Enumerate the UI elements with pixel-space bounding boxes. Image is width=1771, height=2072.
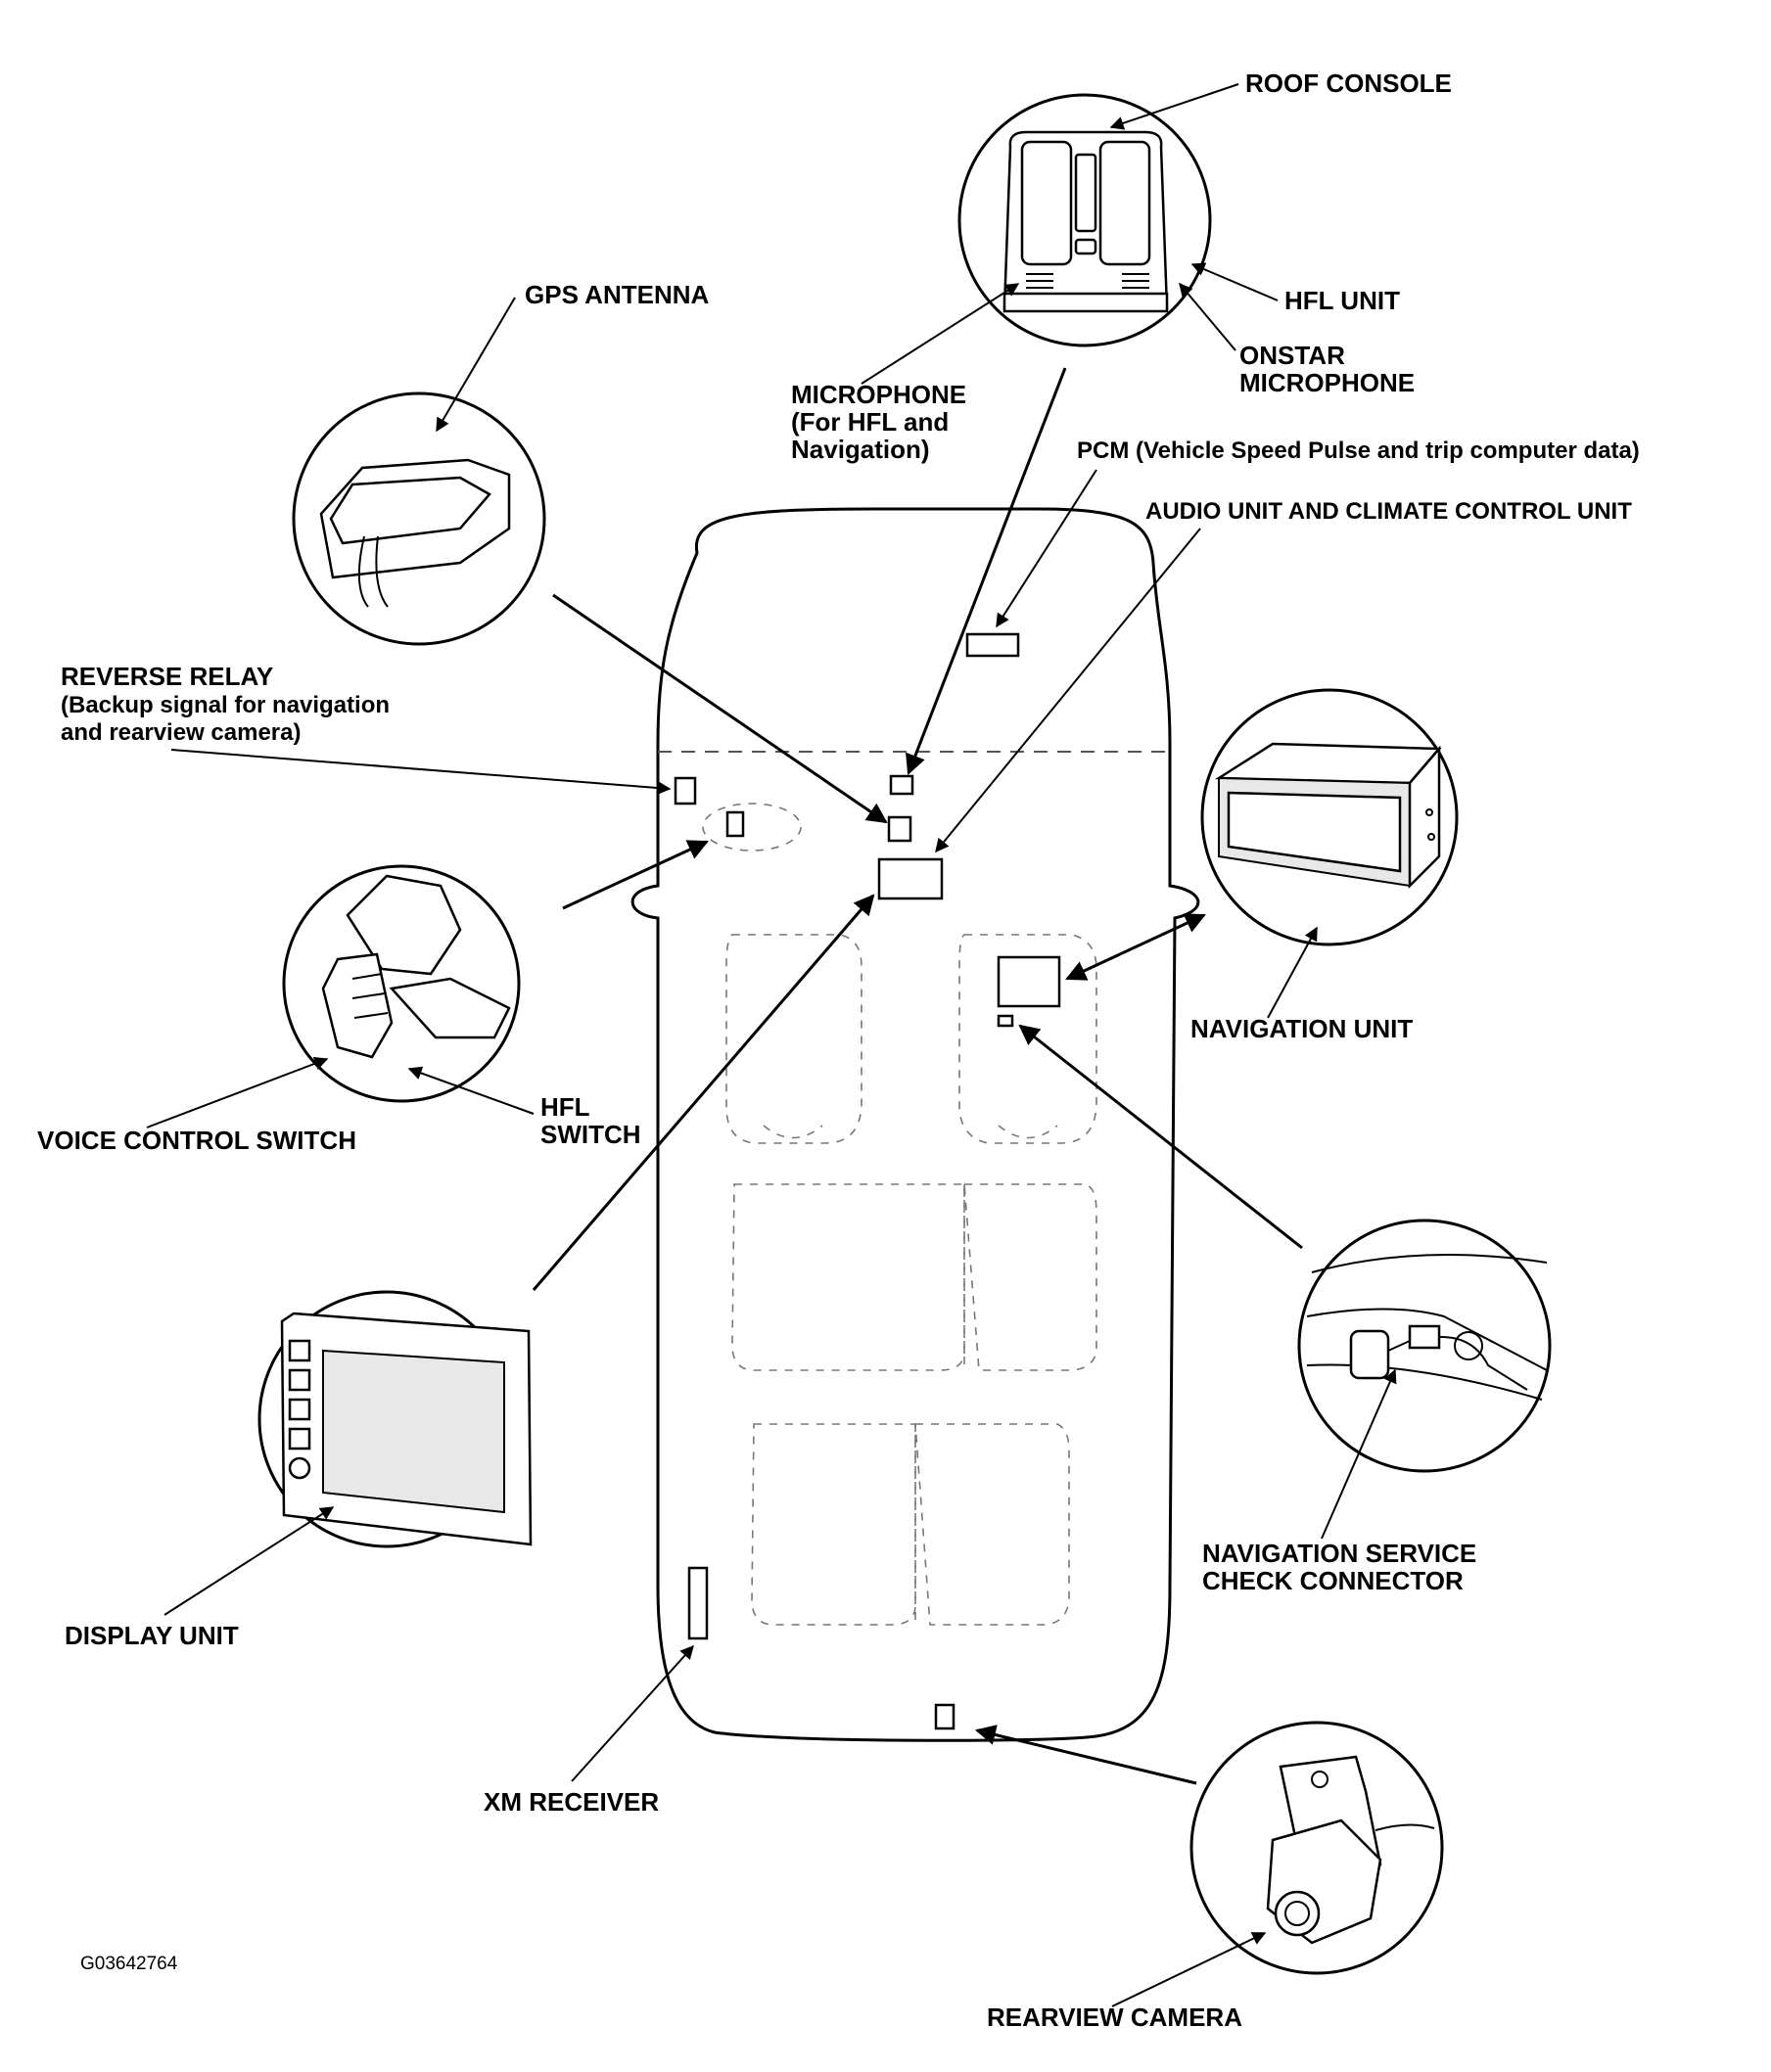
- rearview-camera-label: REARVIEW CAMERA: [987, 2003, 1242, 2032]
- microphone-label-line2: (For HFL and: [791, 407, 949, 437]
- audio-climate-box: [877, 857, 944, 900]
- reverse-relay-leader: [170, 749, 672, 795]
- service-connector-connector: [1018, 1024, 1303, 1250]
- navigation-unit-label: NAVIGATION UNIT: [1190, 1014, 1413, 1043]
- microphone-leader: [861, 283, 1020, 385]
- roof-console-detail: [957, 93, 1212, 347]
- voice-control-switch-label: VOICE CONTROL SWITCH: [37, 1126, 356, 1155]
- passenger-seat-outline: [958, 934, 1097, 1144]
- navigation-unit-box: [997, 955, 1061, 1008]
- service-connector-box: [997, 1014, 1014, 1028]
- navigation-unit-detail: [1200, 688, 1459, 946]
- reverse-relay-label-line2: (Backup signal for navigation: [61, 692, 390, 718]
- voice-switch-detail: [282, 864, 521, 1103]
- driver-seat-outline: [725, 934, 862, 1144]
- hfl-unit-leader: [1190, 262, 1279, 301]
- gps-antenna-detail: [292, 391, 546, 646]
- audio-climate-leader: [935, 528, 1201, 853]
- xm-receiver-label: XM RECEIVER: [484, 1787, 659, 1817]
- hfl-switch-label-line1: HFL: [540, 1092, 590, 1122]
- roof-console-label: ROOF CONSOLE: [1245, 69, 1452, 98]
- third-row-seat-right: [914, 1423, 1070, 1626]
- gps-antenna-box: [887, 815, 912, 843]
- figure-code: G03642764: [80, 1954, 178, 1974]
- service-connector-detail: [1297, 1219, 1552, 1473]
- reverse-relay-label-line3: and rearview camera): [61, 719, 301, 746]
- rearview-camera-connector: [974, 1725, 1197, 1785]
- hfl-unit-label: HFL UNIT: [1284, 286, 1400, 315]
- driver-seat-headrest: [763, 1125, 823, 1139]
- gps-antenna-leader: [436, 297, 516, 433]
- second-row-seat-right: [963, 1183, 1097, 1371]
- display-unit-connector: [532, 894, 875, 1291]
- rearview-camera-detail: [1189, 1721, 1444, 1975]
- microphone-box: [889, 774, 914, 796]
- hfl-switch-box: [725, 810, 745, 838]
- onstar-microphone-label-line1: ONSTAR: [1239, 341, 1345, 370]
- audio-climate-label: AUDIO UNIT AND CLIMATE CONTROL UNIT: [1145, 498, 1632, 525]
- voice-switch-connector: [562, 840, 709, 910]
- third-row-seat-left: [751, 1423, 916, 1626]
- microphone-label-line1: MICROPHONE: [791, 380, 966, 409]
- second-row-seat-left: [731, 1183, 965, 1371]
- navigation-unit-leader: [1267, 926, 1318, 1019]
- hfl-switch-label-line2: SWITCH: [540, 1120, 641, 1149]
- rearview-camera-box: [934, 1703, 955, 1730]
- gps-antenna-label: GPS ANTENNA: [525, 280, 709, 309]
- display-unit-label: DISPLAY UNIT: [65, 1621, 239, 1650]
- pcm-leader: [996, 469, 1097, 628]
- xm-receiver-leader: [571, 1644, 694, 1782]
- onstar-microphone-label-line2: MICROPHONE: [1239, 368, 1415, 397]
- navigation-unit-connector: [1065, 913, 1206, 981]
- nav-service-label-line2: CHECK CONNECTOR: [1202, 1566, 1464, 1595]
- display-unit-leader: [163, 1506, 335, 1616]
- rearview-camera-leader: [1111, 1932, 1267, 2007]
- microphone-label-line3: Navigation): [791, 435, 930, 464]
- voice-control-switch-leader: [146, 1056, 329, 1128]
- hfl-switch-leader: [407, 1066, 535, 1115]
- passenger-seat-headrest: [998, 1125, 1058, 1139]
- service-connector-leader: [1321, 1368, 1397, 1540]
- pcm-box: [965, 632, 1020, 658]
- roof-console-connector: [906, 367, 1067, 775]
- reverse-relay-label-line1: REVERSE RELAY: [61, 662, 273, 691]
- roof-console-leader: [1109, 83, 1239, 130]
- xm-receiver-box: [687, 1566, 709, 1640]
- reverse-relay-box: [674, 776, 697, 806]
- nav-service-label-line1: NAVIGATION SERVICE: [1202, 1539, 1476, 1568]
- vehicle-outline: [630, 507, 1200, 1742]
- gps-antenna-connector: [552, 593, 888, 824]
- steering-wheel-outline: [702, 803, 802, 852]
- display-unit-detail: [257, 1290, 533, 1548]
- onstar-microphone-leader: [1179, 282, 1236, 351]
- pcm-label: PCM (Vehicle Speed Pulse and trip comput…: [1077, 437, 1640, 464]
